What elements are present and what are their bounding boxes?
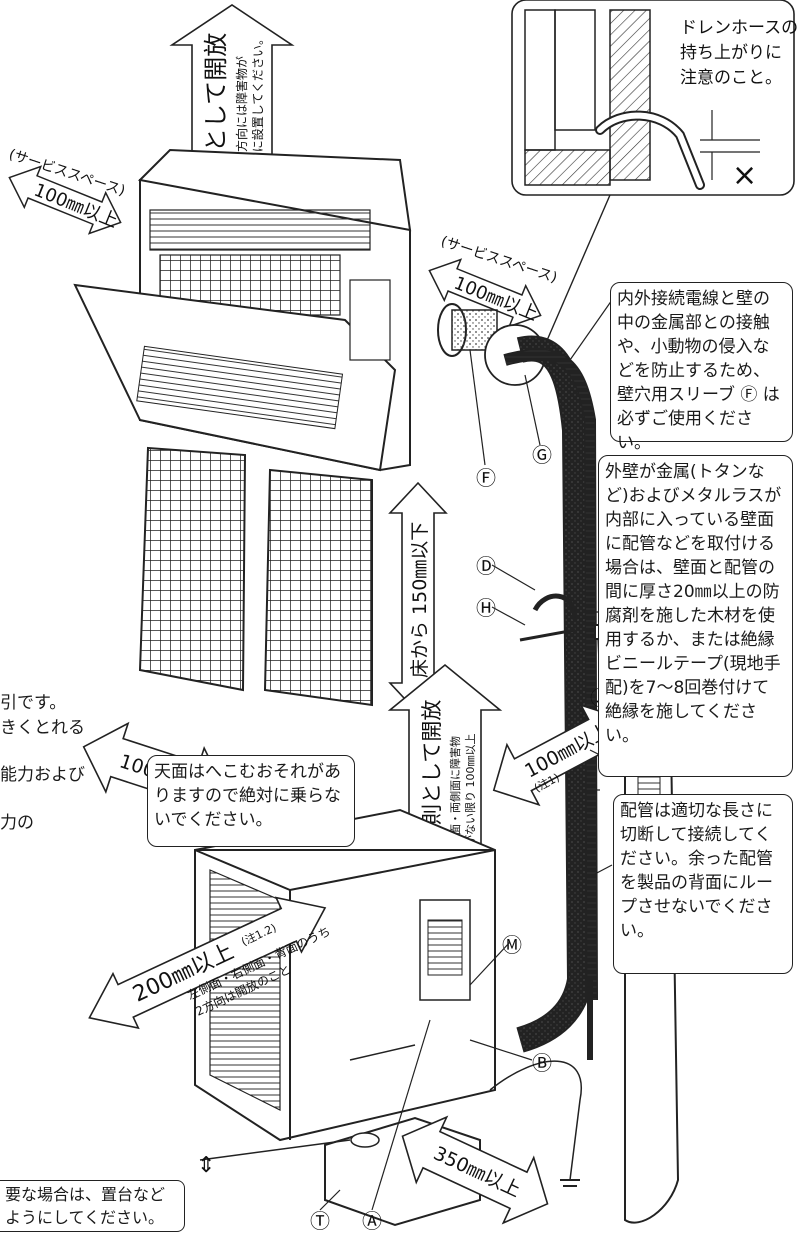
partial-text-4: 力の	[0, 813, 34, 833]
label-M: Ⓜ	[502, 933, 522, 957]
svg-text:床から 150㎜以下: 床から 150㎜以下	[409, 522, 431, 678]
height-arrow-icon: ⇕	[197, 1153, 215, 1178]
ground-wire	[489, 1060, 583, 1181]
partial-bottom-note: 要な場合は、置台など ようにしてください。	[0, 1180, 185, 1232]
air-filters	[138, 446, 373, 707]
note-metal-wall: 外壁が金属(トタンなど)およびメタルラスが内部に入っている壁面に配管などを取付け…	[598, 455, 793, 777]
floor-clearance-arrow: 床から 150㎜以下	[388, 481, 448, 715]
partial-text-3: 能力および	[0, 765, 85, 785]
label-D: Ⓓ	[476, 554, 496, 578]
note-pipe: 配管は適切な長さに切断して接続してください。余った配管を製品の背面にループさせな…	[613, 794, 793, 974]
note-sleeve: 内外接続電線と壁の中の金属部との接触や、小動物の侵入などを防止するため、壁穴用ス…	[610, 282, 793, 453]
label-B: Ⓑ	[532, 1051, 552, 1075]
inset-note-line-2: 持ち上がりに	[680, 43, 782, 63]
ground-line-2	[199, 1139, 351, 1161]
ground-line	[349, 1044, 416, 1061]
inset-note-line-1: ドレンホースの	[680, 18, 798, 38]
inset-mark: ×	[732, 158, 757, 193]
outdoor-top-arrow: 原則として開放 正面・両側面に障害物 がない限り 100㎜以上	[387, 663, 503, 851]
outdoor-unit	[194, 808, 496, 1142]
note-top: 天面はへこむおそれがありますので絶対に乗らないでください。	[147, 755, 355, 847]
refrigerant-pipes	[503, 335, 598, 1053]
label-A: Ⓐ	[362, 1209, 382, 1233]
label-T: Ⓣ	[310, 1209, 330, 1233]
partial-text-1: 引です。	[0, 693, 67, 713]
inset-leader	[544, 194, 611, 346]
drain-hose-inset	[511, 0, 795, 196]
svg-text:正面・両側面に障害物: 正面・両側面に障害物	[448, 736, 462, 846]
leader-lines	[319, 299, 613, 1211]
partial-text-2: きくとれる	[0, 718, 85, 738]
svg-text:がない限り 100㎜以上: がない限り 100㎜以上	[463, 734, 477, 847]
indoor-unit	[73, 148, 412, 472]
label-G: Ⓖ	[532, 443, 552, 467]
label-H: Ⓗ	[476, 596, 496, 620]
label-F: Ⓕ	[476, 466, 496, 490]
inset-note-line-3: 注意のこと。	[680, 68, 782, 88]
